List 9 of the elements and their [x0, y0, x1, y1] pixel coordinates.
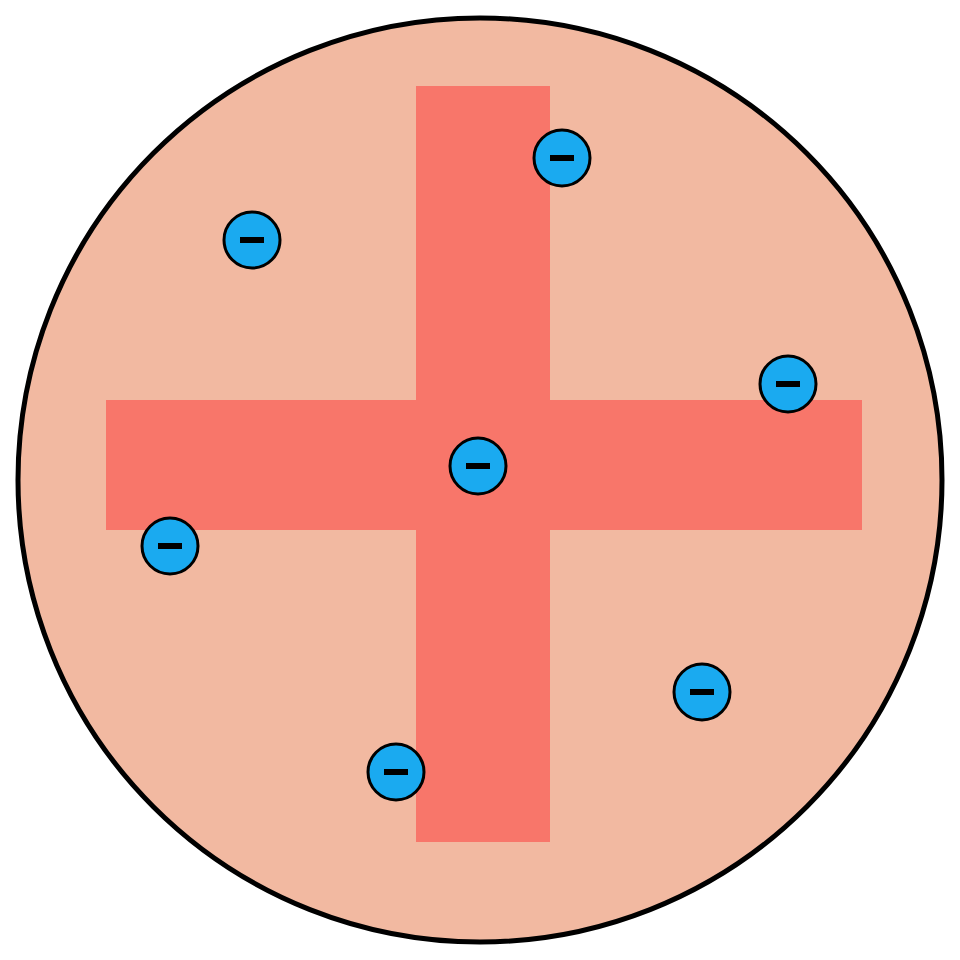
electron-icon [758, 354, 818, 414]
positive-charge-cross [106, 86, 862, 842]
electron-icon [366, 742, 426, 802]
electron-icon [222, 210, 282, 270]
sphere [16, 16, 944, 944]
electron-icon [140, 516, 200, 576]
electron-icon [448, 436, 508, 496]
electron-icon [672, 662, 732, 722]
electron-icon [532, 128, 592, 188]
